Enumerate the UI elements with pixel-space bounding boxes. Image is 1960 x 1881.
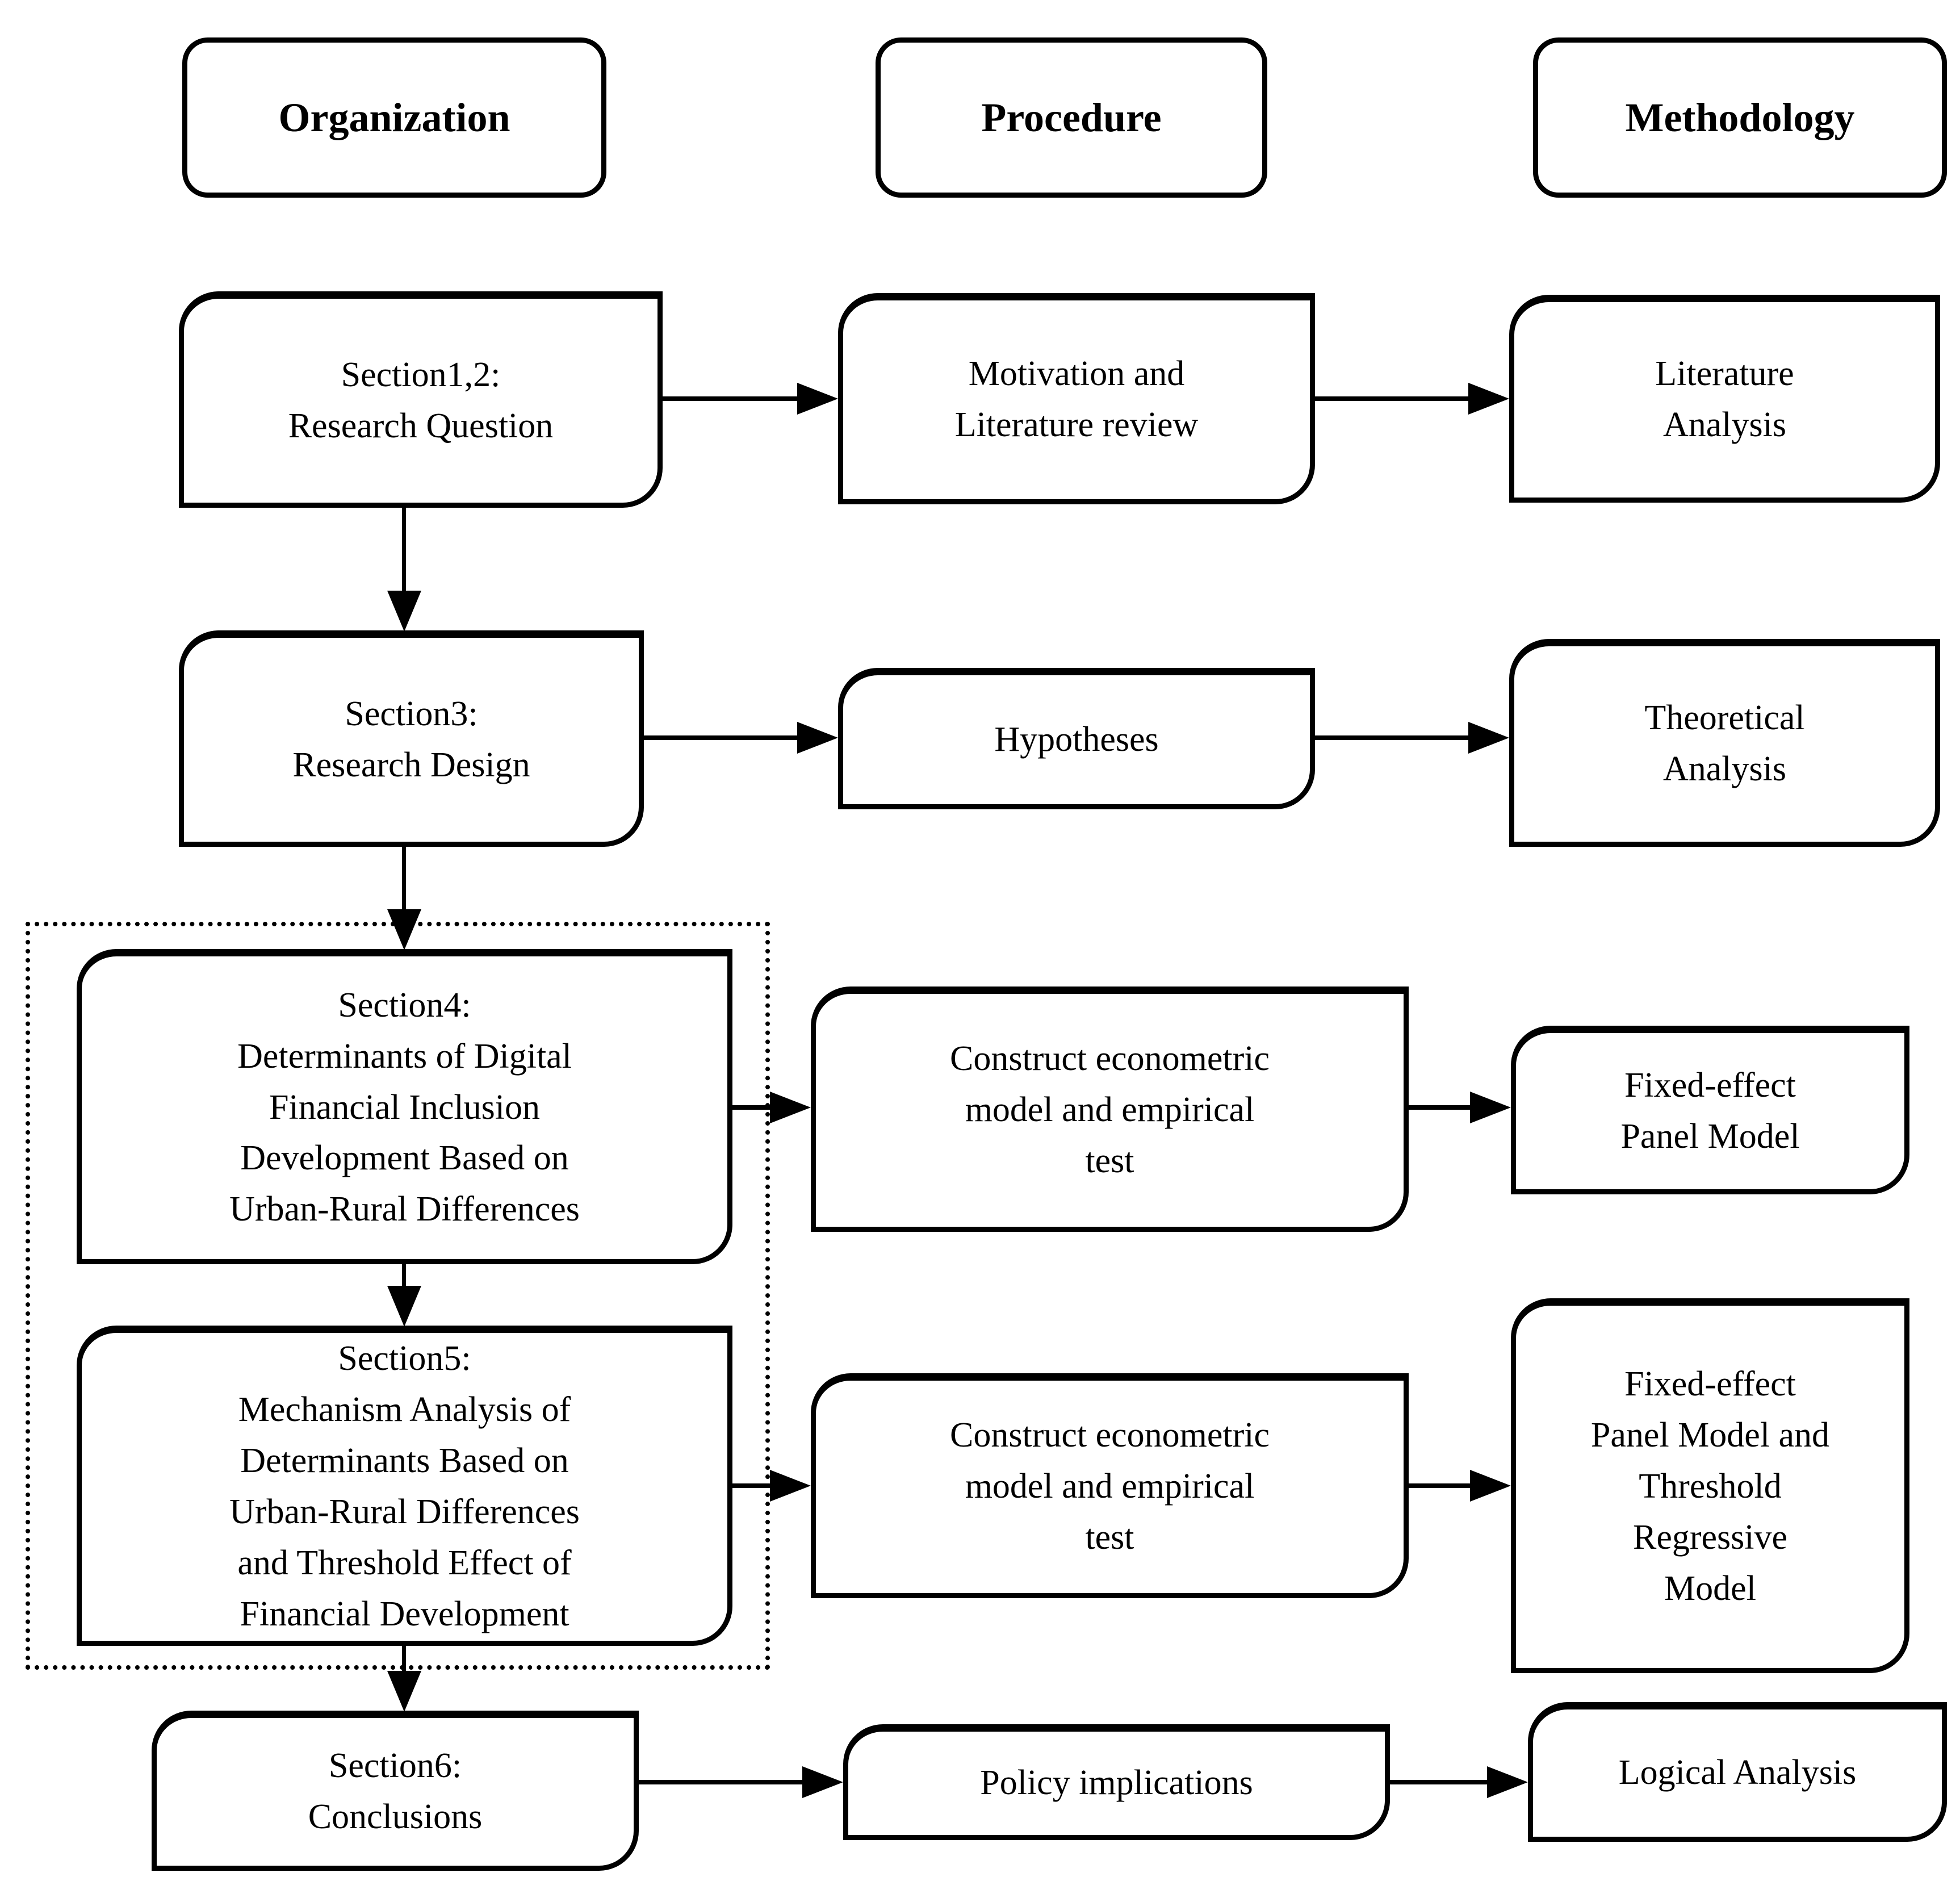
- node-hypotheses-label: Hypotheses: [994, 720, 1159, 759]
- node-construct-econometric-model-2: Construct econometric model and empirica…: [811, 1373, 1409, 1598]
- arrow-right-icon-hypotheses-to-theoretical-analysis: [1315, 735, 1468, 740]
- arrow-right-icon-section5-to-construct-model-2: [732, 1483, 770, 1488]
- arrow-down-icon-section4-to-section5: [402, 1264, 406, 1286]
- node-hypotheses: Hypotheses: [838, 668, 1315, 809]
- node-policy-implications: Policy implications: [843, 1724, 1390, 1840]
- arrow-right-icon-section3-to-hypotheses: [644, 735, 797, 740]
- node-section-6: Section6: Conclusions: [152, 1711, 639, 1871]
- node-construct-econometric-model-1: Construct econometric model and empirica…: [811, 987, 1409, 1232]
- arrow-right-icon-section4-to-construct-model-1: [732, 1105, 770, 1110]
- node-section-3-label: Section3: Research Design: [292, 694, 530, 784]
- arrow-down-icon-section3-to-section4: [402, 847, 406, 909]
- arrow-right-icon-section12-to-motivation: [663, 396, 797, 401]
- node-section-1-2: Section1,2: Research Question: [179, 291, 663, 508]
- arrow-right-icon-construct-model-2-to-fixed-effect-threshold: [1409, 1483, 1470, 1488]
- node-literature-analysis-label: Literature Analysis: [1655, 354, 1794, 444]
- arrow-down-icon-section5-to-section6: [402, 1646, 406, 1671]
- node-logical-analysis-label: Logical Analysis: [1618, 1753, 1857, 1792]
- node-logical-analysis: Logical Analysis: [1528, 1702, 1947, 1842]
- column-header-procedure: Procedure: [876, 37, 1267, 198]
- node-literature-analysis: Literature Analysis: [1509, 295, 1940, 503]
- node-section-4-label: Section4: Determinants of Digital Financ…: [229, 985, 580, 1229]
- arrow-right-icon-section6-to-policy-implications: [639, 1780, 802, 1784]
- node-section-4: Section4: Determinants of Digital Financ…: [77, 949, 732, 1264]
- node-motivation-literature-review-label: Motivation and Literature review: [954, 354, 1199, 444]
- column-header-organization: Organization: [182, 37, 606, 198]
- node-theoretical-analysis: Theoretical Analysis: [1509, 639, 1940, 847]
- node-section-1-2-label: Section1,2: Research Question: [288, 355, 554, 445]
- node-section-6-label: Section6: Conclusions: [308, 1746, 483, 1836]
- arrow-right-icon-policy-implications-to-logical-analysis: [1390, 1780, 1487, 1784]
- column-header-organization-label: Organization: [278, 94, 510, 140]
- arrow-right-icon-motivation-to-literature-analysis: [1315, 396, 1468, 401]
- arrow-right-icon-construct-model-1-to-fixed-effect-panel: [1409, 1105, 1470, 1110]
- node-theoretical-analysis-label: Theoretical Analysis: [1644, 699, 1805, 788]
- node-fixed-effect-panel-model: Fixed-effect Panel Model: [1511, 1026, 1909, 1194]
- node-policy-implications-label: Policy implications: [980, 1763, 1253, 1803]
- node-construct-econometric-model-2-label: Construct econometric model and empirica…: [950, 1416, 1270, 1557]
- node-section-5-label: Section5: Mechanism Analysis of Determin…: [229, 1339, 580, 1633]
- node-motivation-literature-review: Motivation and Literature review: [838, 293, 1315, 504]
- node-fixed-effect-threshold-model-label: Fixed-effect Panel Model and Threshold R…: [1590, 1365, 1830, 1608]
- node-construct-econometric-model-1-label: Construct econometric model and empirica…: [950, 1039, 1270, 1180]
- arrow-down-icon-section12-to-section3: [402, 508, 406, 591]
- column-header-methodology: Methodology: [1533, 37, 1947, 198]
- node-section-3: Section3: Research Design: [179, 630, 644, 847]
- node-fixed-effect-threshold-model: Fixed-effect Panel Model and Threshold R…: [1511, 1298, 1909, 1673]
- column-header-methodology-label: Methodology: [1625, 94, 1855, 140]
- node-section-5: Section5: Mechanism Analysis of Determin…: [77, 1326, 732, 1646]
- column-header-procedure-label: Procedure: [981, 94, 1162, 140]
- node-fixed-effect-panel-model-label: Fixed-effect Panel Model: [1620, 1065, 1800, 1156]
